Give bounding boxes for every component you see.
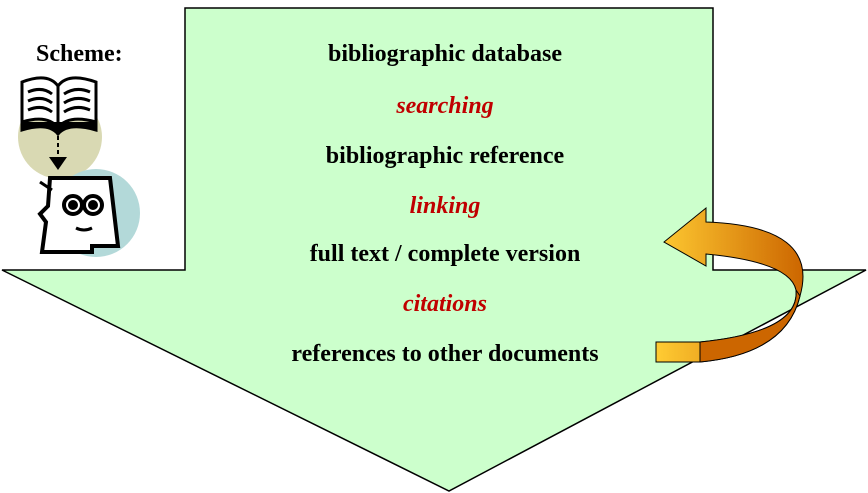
step-full-text: full text / complete version [309,241,581,267]
open-book-icon [20,76,98,137]
action-searching: searching [396,93,494,119]
down-flow-arrow [1,7,867,492]
citation-loop-arrow [655,206,804,363]
step-bibliographic-reference: bibliographic reference [325,143,565,169]
action-citations: citations [402,291,487,317]
reader-face-icon [37,176,121,254]
scheme-label: Scheme: [36,41,123,67]
step-references-to-other-documents: references to other documents [291,341,599,367]
reader-illustration [18,76,140,257]
down-arrow-icon [49,136,67,170]
action-linking: linking [409,193,481,219]
step-bibliographic-database: bibliographic database [327,41,563,67]
